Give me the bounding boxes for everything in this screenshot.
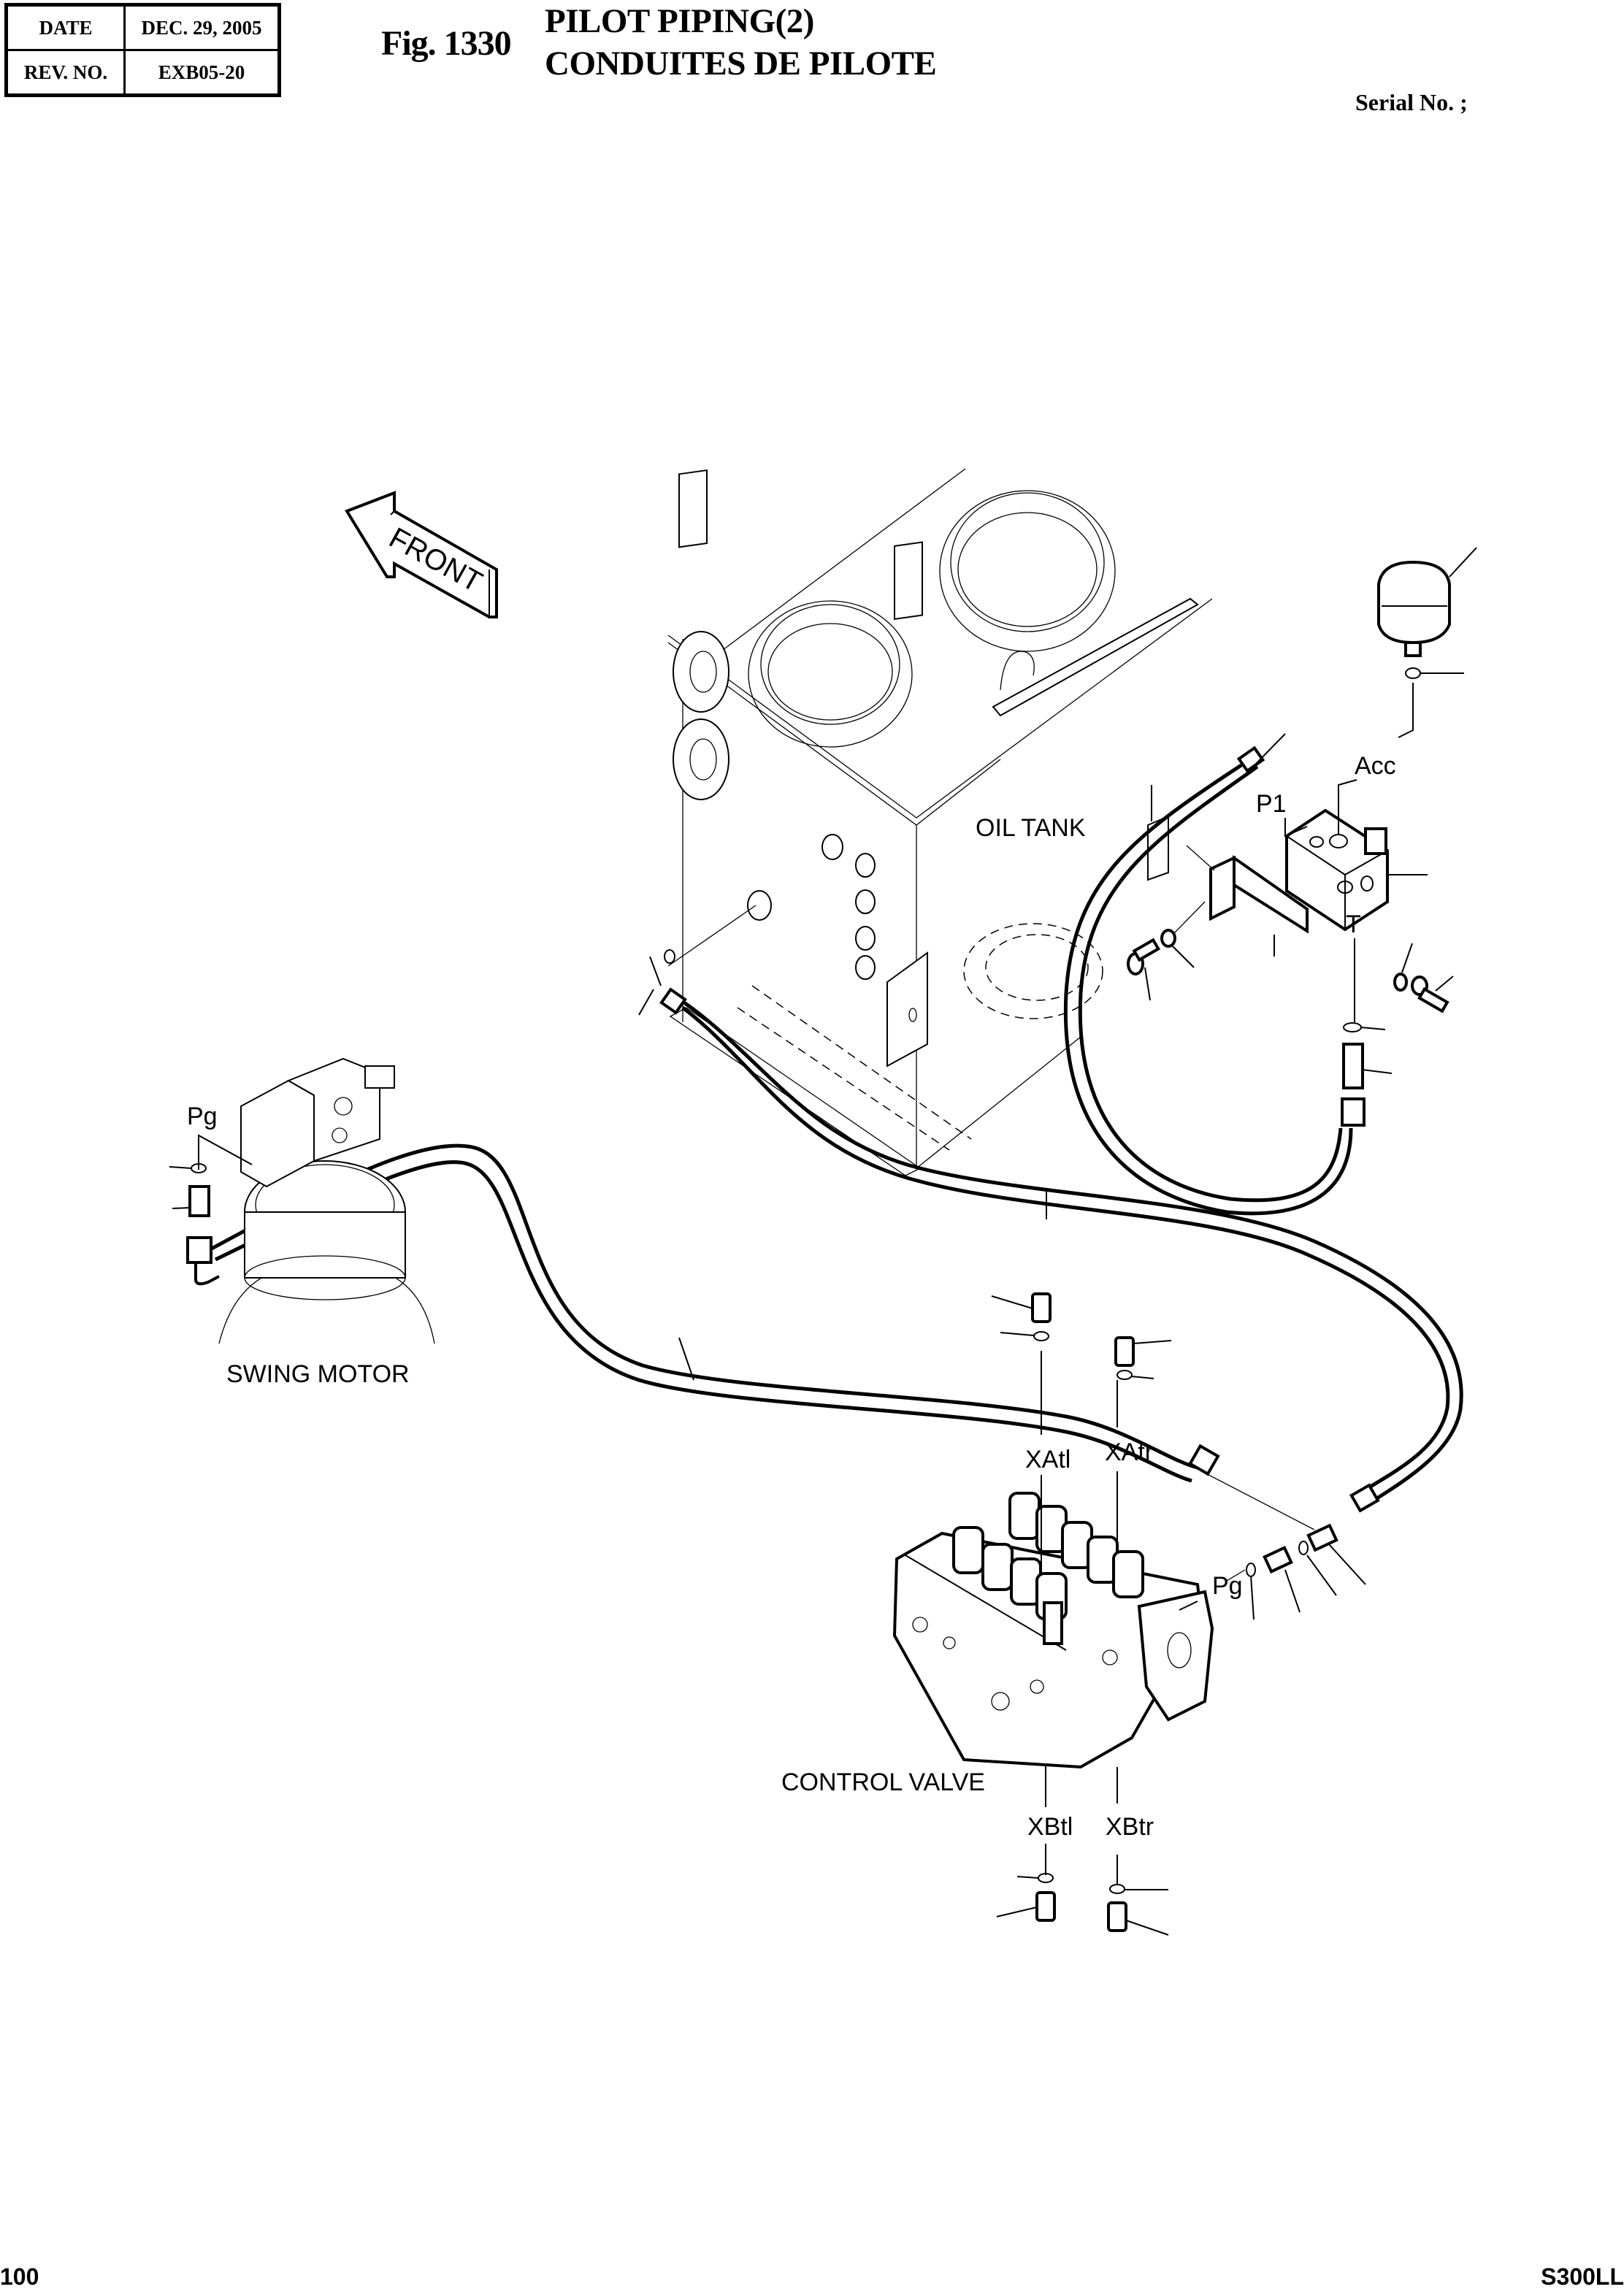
oil-tank: OIL TANK bbox=[667, 468, 1213, 1176]
washer-icon bbox=[1160, 901, 1413, 992]
mounting-bracket bbox=[1147, 815, 1309, 957]
port-p1-label: P1 bbox=[1256, 790, 1287, 818]
control-valve-label: CONTROL VALVE bbox=[781, 1768, 985, 1796]
title-french: CONDUITES DE PILOTE bbox=[545, 45, 937, 83]
date-row: DATE DEC. 29, 2005 bbox=[5, 4, 280, 51]
revision-row: REV. NO. EXB05-20 bbox=[5, 49, 280, 96]
upper-port-fittings bbox=[991, 1292, 1172, 1570]
page-number: 100 bbox=[0, 2264, 39, 2290]
bolt-icon bbox=[1127, 938, 1454, 1013]
hose-icon bbox=[210, 733, 1463, 1513]
title-english: PILOT PIPING(2) bbox=[545, 2, 814, 40]
accumulator-icon bbox=[1377, 547, 1477, 738]
port-xatl-label: XAtl bbox=[1025, 1446, 1070, 1473]
date-value: DEC. 29, 2005 bbox=[123, 4, 280, 51]
model-number: S300LL bbox=[1541, 2264, 1624, 2290]
revision-value: EXB05-20 bbox=[123, 49, 280, 96]
control-valve-pg-label: Pg bbox=[1212, 1572, 1243, 1600]
lower-port-fittings bbox=[996, 1763, 1169, 1936]
front-arrow-icon: FRONT bbox=[345, 491, 498, 618]
oil-tank-label: OIL TANK bbox=[976, 814, 1086, 842]
swing-motor-pg-label: Pg bbox=[187, 1103, 218, 1130]
control-valve: CONTROL VALVE Pg bbox=[781, 1468, 1366, 1796]
figure-number: Fig. 1330 bbox=[381, 24, 512, 63]
port-xbtl-label: XBtl bbox=[1027, 1813, 1073, 1841]
date-label: DATE bbox=[5, 4, 126, 51]
revision-table: DATE DEC. 29, 2005 REV. NO. EXB05-20 bbox=[4, 3, 281, 97]
port-xbtr-label: XBtr bbox=[1106, 1813, 1154, 1841]
valve-block-icon bbox=[1285, 779, 1428, 932]
swing-motor-label: SWING MOTOR bbox=[226, 1360, 410, 1388]
revision-label: REV. NO. bbox=[5, 49, 126, 96]
swing-motor: SWING MOTOR Pg bbox=[169, 1057, 435, 1388]
port-acc-label: Acc bbox=[1355, 752, 1396, 780]
port-t-label: T bbox=[1346, 911, 1361, 938]
fitting-icon bbox=[1341, 1022, 1393, 1127]
serial-number-label: Serial No. ; bbox=[1355, 89, 1468, 115]
port-xatr-label: XAtr bbox=[1105, 1438, 1153, 1466]
